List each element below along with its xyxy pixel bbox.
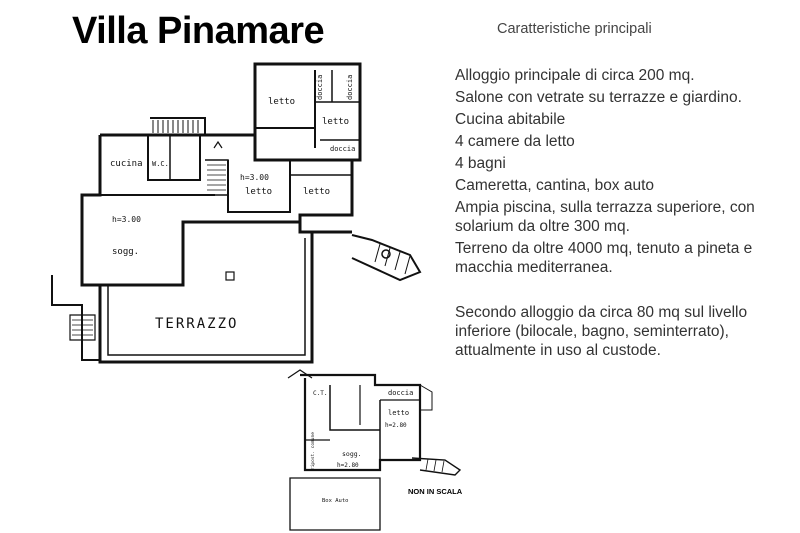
room-height-label: h=2.80: [337, 462, 359, 469]
feature-item: Ampia piscina, sulla terrazza superiore,…: [455, 199, 755, 235]
room-label-letto: letto: [245, 187, 272, 197]
room-label-comune: ripost. comune: [310, 432, 316, 470]
room-height-label: h=3.00: [240, 173, 269, 182]
room-label-doccia: doccia: [346, 75, 354, 100]
room-label-box-auto: Box Auto: [322, 498, 349, 504]
main-plan-labels: letto doccia doccia letto doccia cucina …: [110, 75, 355, 332]
room-label-doccia: doccia: [316, 75, 324, 100]
room-label-letto: letto: [303, 187, 330, 197]
feature-item: Alloggio principale di circa 200 mq.: [455, 67, 695, 84]
room-label-cucina: cucina: [110, 159, 143, 169]
room-label-letto: letto: [322, 117, 349, 127]
feature-item: Cameretta, cantina, box auto: [455, 177, 655, 194]
room-label-terrazzo: TERRAZZO: [155, 316, 238, 332]
room-label-letto: letto: [388, 409, 409, 417]
scale-note: NON IN SCALA: [408, 487, 463, 496]
feature-item: Cucina abitabile: [455, 111, 566, 128]
second-unit-description: Secondo alloggio da circa 80 mq sul live…: [455, 304, 748, 359]
room-height-label: h=2.80: [385, 422, 407, 429]
feature-item: 4 bagni: [455, 155, 506, 172]
room-label-letto: letto: [268, 97, 295, 107]
room-label-ct: C.T.: [313, 390, 327, 397]
lower-floor-plan: [287, 369, 462, 531]
feature-item: 4 camere da letto: [455, 133, 575, 150]
room-label-wc: W.C.: [152, 160, 169, 168]
room-label-soggiorno: sogg.: [112, 247, 139, 257]
main-floor-plan: [51, 62, 422, 364]
feature-item: Terreno da oltre 4000 mq, tenuto a pinet…: [455, 240, 753, 276]
features-heading: Caratteristiche principali: [497, 21, 652, 37]
room-label-soggiorno: sogg.: [342, 450, 362, 458]
room-label-doccia: doccia: [388, 389, 413, 397]
features-list: Alloggio principale di circa 200 mq. Sal…: [455, 66, 775, 363]
feature-item: Salone con vetrate su terrazze e giardin…: [455, 89, 742, 106]
lower-plan-labels: C.T. doccia letto h=2.80 sogg. h=2.80 Bo…: [310, 389, 413, 504]
room-height-label: h=3.00: [112, 215, 141, 224]
room-label-doccia: doccia: [330, 145, 355, 153]
page-title: Villa Pinamare: [72, 10, 325, 52]
